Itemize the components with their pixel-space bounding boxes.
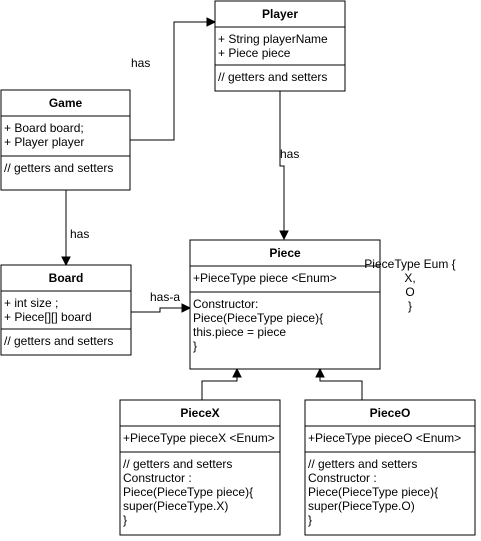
class-player: Player + String playerName + Piece piece… bbox=[214, 0, 346, 92]
class-game: Game + Board board; + Player player // g… bbox=[0, 89, 131, 191]
class-method: Constructor : bbox=[123, 471, 192, 485]
class-board: Board + int size ; + Piece[][] board // … bbox=[0, 264, 132, 356]
class-method: // getters and setters bbox=[4, 161, 113, 175]
class-attribute: +PieceType pieceX <Enum> bbox=[123, 431, 275, 445]
class-method: // getters and setters bbox=[308, 457, 417, 471]
enum-note: PieceType Eum { X, O } bbox=[364, 257, 455, 313]
edge-label-game-board: has bbox=[70, 227, 89, 241]
class-method: } bbox=[123, 513, 127, 527]
class-method: } bbox=[193, 339, 197, 353]
class-method: Constructor: bbox=[193, 297, 258, 311]
class-title: Piece bbox=[269, 246, 301, 260]
class-title: Board bbox=[49, 271, 84, 285]
class-title: PieceO bbox=[370, 406, 411, 420]
class-attribute: +PieceType piece <Enum> bbox=[193, 271, 337, 285]
class-attribute: + Board board; bbox=[4, 121, 84, 135]
class-method: // getters and setters bbox=[4, 334, 113, 348]
class-method: super(PieceType.X) bbox=[123, 499, 228, 513]
edge-game-board bbox=[61, 190, 71, 267]
class-pieceo: PieceO +PieceType pieceO <Enum> // gette… bbox=[304, 399, 476, 536]
edge-label-game-player: has bbox=[131, 56, 150, 70]
class-method: Piece(PieceType piece){ bbox=[308, 485, 438, 499]
edge-label-board-piece: has-a bbox=[150, 290, 180, 304]
enum-note-line: PieceType Eum { bbox=[364, 257, 455, 271]
edge-player-piece bbox=[279, 91, 289, 241]
enum-note-line: } bbox=[408, 299, 412, 313]
class-title: Game bbox=[49, 96, 83, 110]
enum-note-line: O bbox=[405, 285, 414, 299]
class-method: super(PieceType.O) bbox=[308, 499, 415, 513]
class-title: Player bbox=[262, 7, 298, 21]
enum-note-line: X, bbox=[404, 271, 415, 285]
class-attribute: + Player player bbox=[4, 135, 84, 149]
class-method: Constructor : bbox=[308, 471, 377, 485]
edge-board-piece bbox=[131, 303, 192, 313]
edge-pieceo-piece bbox=[315, 367, 363, 400]
class-attribute: + int size ; bbox=[4, 296, 58, 310]
edge-label-player-piece: has bbox=[280, 147, 299, 161]
class-piece: Piece +PieceType piece <Enum> Constructo… bbox=[189, 239, 381, 370]
class-method: } bbox=[308, 513, 312, 527]
class-method: this.piece = piece bbox=[193, 325, 286, 339]
class-method: // getters and setters bbox=[123, 457, 232, 471]
class-method: Piece(PieceType piece){ bbox=[193, 311, 323, 325]
edge-game-player bbox=[130, 17, 217, 141]
class-attribute: +PieceType pieceO <Enum> bbox=[308, 431, 461, 445]
class-attribute: + Piece[][] board bbox=[4, 310, 92, 324]
class-piecex: PieceX +PieceType pieceX <Enum> // gette… bbox=[119, 399, 281, 536]
class-method: // getters and setters bbox=[218, 70, 327, 84]
class-method: Piece(PieceType piece){ bbox=[123, 485, 253, 499]
edge-piecex-piece bbox=[201, 367, 242, 400]
class-attribute: + Piece piece bbox=[218, 46, 291, 60]
class-title: PieceX bbox=[180, 406, 219, 420]
class-attribute: + String playerName bbox=[218, 32, 328, 46]
